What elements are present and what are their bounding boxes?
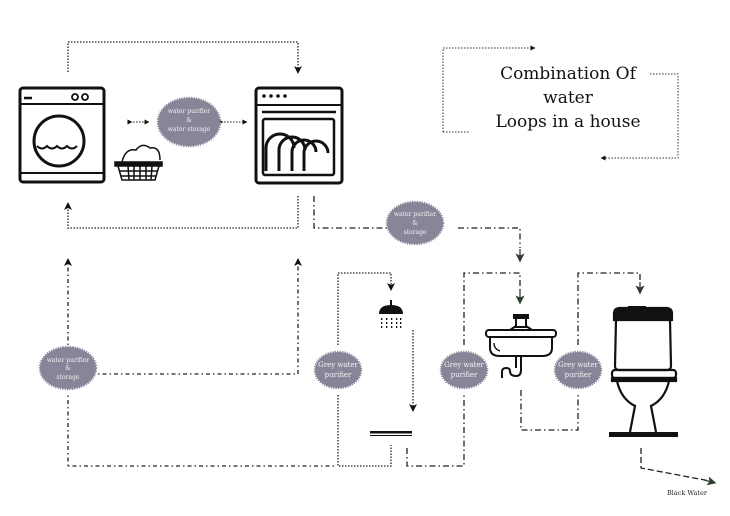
title-line-3: Loops in a house <box>495 112 641 132</box>
loop-dishwasher-to-washer <box>64 196 299 229</box>
dishwasher-icon <box>254 86 344 185</box>
purifier-top-center: water purifier & water storage <box>156 96 222 148</box>
purifier-middle-right: water purifier & storage <box>385 200 445 246</box>
shower-icon <box>379 300 403 328</box>
grey-purifier-label-1: Grey water <box>318 361 358 369</box>
purifier-left: water purifier & storage <box>38 345 98 391</box>
loop-black-water <box>640 448 711 482</box>
toilet-icon <box>609 306 678 437</box>
purifier-label-3: storage <box>57 374 80 381</box>
loop-sink <box>406 272 521 467</box>
sink-icon <box>485 314 557 378</box>
grey-purifier-label-2: purifier <box>451 371 478 379</box>
grey-purifier-label-2: purifier <box>565 371 592 379</box>
title-line-2: water <box>543 88 593 108</box>
purifier-label-3: storage <box>404 229 427 236</box>
purifier-label-1: water purifier <box>47 357 89 364</box>
laundry-basket-icon <box>114 144 163 181</box>
black-water-label: Black Water <box>667 489 707 497</box>
grey-purifier-label-1: Grey water <box>558 361 598 369</box>
purifier-label-1: water purifier <box>168 108 210 115</box>
grey-water-purifier-3: Grey water purifier <box>553 350 603 390</box>
loop-dishwasher-to-sink <box>313 196 521 248</box>
loop-shower <box>337 272 417 467</box>
arrow-black-water <box>703 476 717 486</box>
loop-toilet <box>520 272 641 431</box>
purifier-label-2: & <box>186 117 192 124</box>
washing-machine-icon <box>18 86 106 184</box>
purifier-label-1: water purifier <box>394 211 436 218</box>
grey-water-purifier-1: Grey water purifier <box>313 350 363 390</box>
loop-left <box>64 258 335 467</box>
grey-purifier-label-1: Grey water <box>444 361 484 369</box>
purifier-label-3: water storage <box>168 126 211 133</box>
purifier-label-2: & <box>412 220 418 227</box>
loop-washer-to-dishwasher <box>67 41 302 74</box>
purifier-label-2: & <box>65 365 71 372</box>
title-line-1: Combination Of <box>500 64 636 84</box>
title-frame-loop <box>442 45 679 161</box>
grey-water-purifier-2: Grey water purifier <box>439 350 489 390</box>
diagram-title: Combination Of water Loops in a house <box>468 62 668 134</box>
grey-purifier-label-2: purifier <box>325 371 352 379</box>
drain-icon <box>370 431 412 436</box>
